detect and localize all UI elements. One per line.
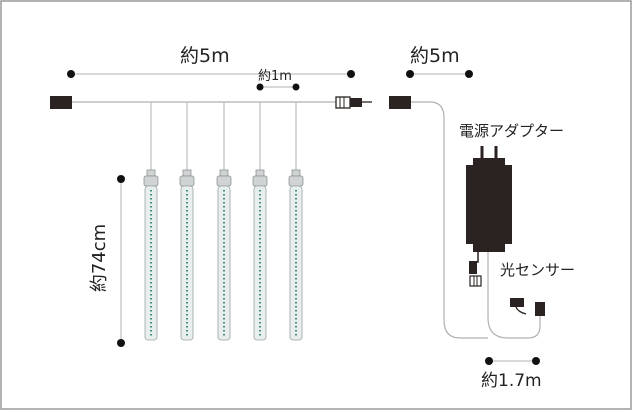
dimension-dot — [406, 70, 414, 78]
tube-cap — [252, 175, 268, 187]
led-tube — [143, 102, 159, 341]
plug-connector — [335, 96, 372, 109]
extension-length-label: 約5m — [410, 45, 460, 67]
end-cap — [50, 96, 72, 109]
adapter-cable — [473, 252, 479, 263]
tube-cap — [288, 175, 304, 187]
led-tube — [216, 102, 232, 341]
dimension-dot — [117, 175, 125, 183]
tubes-group — [143, 102, 304, 341]
sensor-cable — [487, 252, 541, 339]
tube-cap — [216, 175, 232, 187]
tube-cap-top — [182, 169, 192, 177]
led-tube — [179, 102, 195, 341]
led-tube — [252, 102, 268, 341]
dimension-dot — [256, 83, 264, 91]
extension-socket — [389, 96, 411, 109]
tube-cap-top — [255, 169, 265, 177]
adapter-plug — [469, 261, 482, 287]
dimension-dot — [532, 357, 540, 365]
tube-cap — [143, 175, 159, 187]
total-length-label: 約5m — [180, 45, 230, 67]
tube-length-label: 約74cm — [89, 223, 110, 293]
tube-cap-top — [146, 169, 156, 177]
adapter-label: 電源アダプター — [459, 122, 565, 140]
dimension-dot — [67, 70, 75, 78]
light-sensor-label: 光センサー — [500, 261, 576, 279]
dimension-dot — [292, 83, 300, 91]
tube-cap-top — [219, 169, 229, 177]
power-adapter — [466, 146, 512, 252]
extension-cable — [411, 101, 488, 339]
dimension-dot — [465, 70, 473, 78]
tube-cap-top — [291, 169, 301, 177]
dimension-dot — [117, 339, 125, 347]
light-sensor — [510, 298, 545, 316]
sensor-cable-length-label: 約1.7m — [481, 371, 542, 391]
tube-cap — [179, 175, 195, 187]
tube-spacing-label: 約1m — [258, 69, 292, 84]
dimension-dot — [485, 357, 493, 365]
dimension-dot — [347, 70, 355, 78]
led-tube — [288, 102, 304, 341]
